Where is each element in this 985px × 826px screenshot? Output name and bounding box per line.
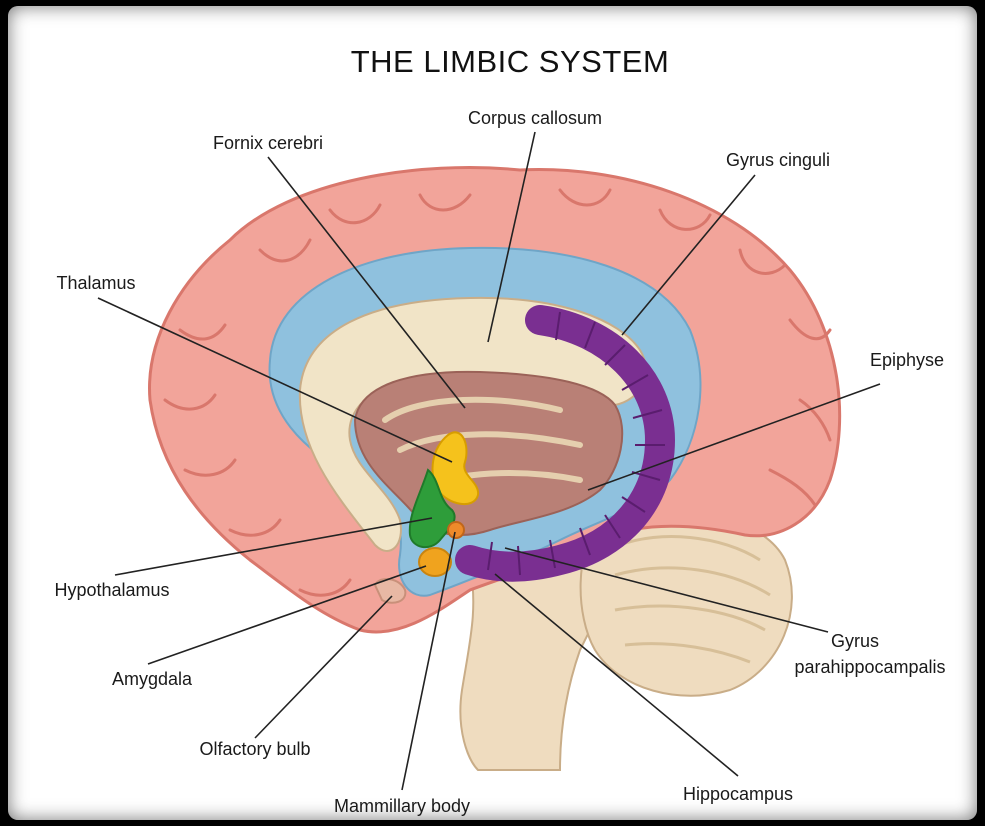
diagram-title: THE LIMBIC SYSTEM <box>351 44 670 79</box>
label-hippocampus: Hippocampus <box>683 784 793 804</box>
label-gyrus-cinguli: Gyrus cinguli <box>726 150 830 170</box>
label-amygdala: Amygdala <box>112 669 193 689</box>
label-hypothalamus: Hypothalamus <box>54 580 169 600</box>
label-fornix-cerebri: Fornix cerebri <box>213 133 323 153</box>
label-corpus-callosum: Corpus callosum <box>468 108 602 128</box>
label-gyrus-parahippocampalis-line1: Gyrus <box>831 631 879 651</box>
label-mammillary-body: Mammillary body <box>334 796 470 816</box>
label-epiphyse: Epiphyse <box>870 350 944 370</box>
label-thalamus: Thalamus <box>56 273 135 293</box>
label-olfactory-bulb: Olfactory bulb <box>199 739 310 759</box>
mammillary-body-shape <box>448 522 464 538</box>
leader-olfactory-bulb <box>255 596 392 738</box>
label-gyrus-parahippocampalis-line2: parahippocampalis <box>794 657 945 677</box>
